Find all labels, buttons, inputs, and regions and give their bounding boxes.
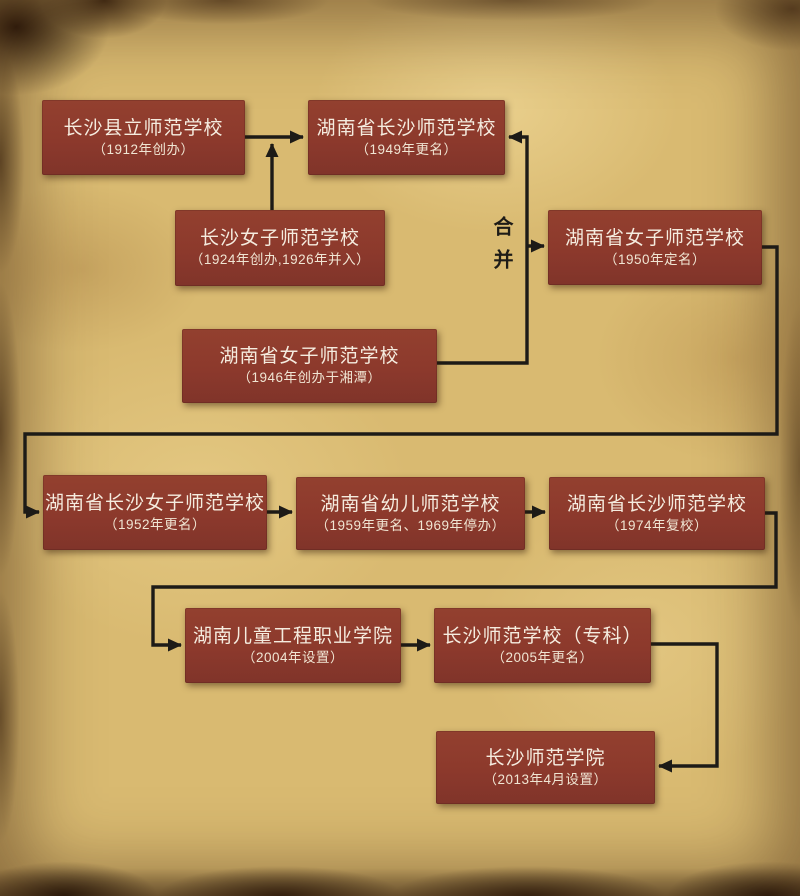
node-title: 湖南儿童工程职业学院: [192, 625, 393, 647]
node-title: 湖南省长沙女子师范学校: [44, 492, 265, 514]
node-title: 湖南省幼儿师范学校: [320, 493, 501, 515]
node-note: （1950年定名）: [603, 251, 707, 267]
node-title: 湖南省女子师范学校: [564, 227, 745, 249]
node-note: （1974年复校）: [605, 517, 709, 533]
arrow-1946-merge-to-1949: [437, 130, 529, 365]
node-note: （2005年更名）: [491, 649, 594, 665]
node-note: （1959年更名、1969年停办）: [315, 517, 506, 533]
node-hunan-children-engineering-college-2004: 湖南儿童工程职业学院 （2004年设置）: [185, 608, 401, 683]
node-changsha-womens-normal-1924: 长沙女子师范学校 （1924年创办,1926年并入）: [175, 210, 385, 286]
node-title: 湖南省女子师范学校: [219, 346, 400, 368]
node-hunan-changsha-womens-normal-1952: 湖南省长沙女子师范学校 （1952年更名）: [43, 475, 267, 550]
node-title: 长沙师范学校（专科）: [442, 625, 643, 647]
node-title: 湖南省长沙师范学校: [566, 493, 747, 515]
node-note: （1924年创办,1926年并入）: [189, 252, 371, 268]
node-changsha-normal-university-2013: 长沙师范学院 （2013年4月设置）: [436, 731, 655, 804]
node-title: 湖南省长沙师范学校: [316, 117, 497, 139]
node-changsha-normal-school-2005: 长沙师范学校（专科） （2005年更名）: [434, 608, 651, 683]
arrow-2005-wrap-to-2013: [651, 642, 719, 773]
node-hunan-kindergarten-normal-1959: 湖南省幼儿师范学校 （1959年更名、1969年停办）: [296, 477, 525, 550]
node-hunan-changsha-normal-1974: 湖南省长沙师范学校 （1974年复校）: [549, 477, 765, 550]
node-title: 长沙女子师范学校: [199, 228, 360, 250]
node-note: （2013年4月设置）: [483, 771, 608, 787]
node-title: 长沙县立师范学校: [63, 117, 224, 139]
node-note: （1946年创办于湘潭）: [237, 370, 382, 386]
arrow-1950-wrap-to-1952: [23, 245, 779, 519]
merge-label: 合并: [490, 216, 512, 282]
node-title: 长沙师范学院: [485, 747, 606, 769]
arrow-1974-wrap-to-2004: [151, 511, 778, 652]
node-note: （1952年更名）: [103, 516, 207, 532]
node-changsha-county-normal-1912: 长沙县立师范学校 （1912年创办）: [42, 100, 245, 175]
node-note: （2004年设置）: [241, 649, 345, 665]
node-note: （1912年创办）: [92, 141, 195, 157]
node-note: （1949年更名）: [355, 141, 458, 157]
node-hunan-changsha-normal-1949: 湖南省长沙师范学校 （1949年更名）: [308, 100, 505, 175]
node-hunan-womens-normal-1946: 湖南省女子师范学校 （1946年创办于湘潭）: [182, 329, 437, 403]
node-hunan-womens-normal-1950: 湖南省女子师范学校 （1950年定名）: [548, 210, 762, 285]
